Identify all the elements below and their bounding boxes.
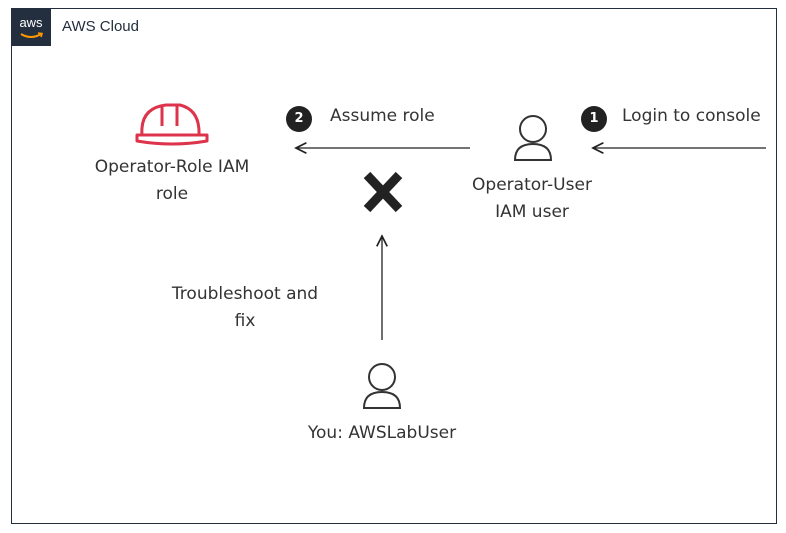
role-label: Operator-Role IAM role [72,154,272,208]
step-1-badge: 1 [581,106,607,132]
container-title: AWS Cloud [62,18,139,35]
you-label: You: AWSLabUser [307,423,457,443]
iam-role-hardhat-icon [135,103,209,146]
troubleshoot-line2: fix [234,311,256,331]
role-label-line2: role [155,184,189,204]
role-label-line1: Operator-Role IAM [94,157,250,177]
operator-user-label: Operator-User IAM user [452,172,612,226]
you-user-icon [362,363,402,409]
troubleshoot-line1: Troubleshoot and [171,284,319,304]
step-2-label: Assume role [330,106,435,126]
aws-logo-text: aws [19,15,43,30]
troubleshoot-label: Troubleshoot and fix [150,281,340,335]
operator-user-line1: Operator-User [472,175,592,195]
step-1-label: Login to console [622,106,761,126]
step-2-badge: 2 [286,106,312,132]
operator-user-icon [513,115,553,161]
aws-logo: aws [11,8,51,46]
aws-smile-icon [20,32,44,38]
operator-user-line2: IAM user [495,202,569,222]
x-mark-icon [363,171,403,213]
aws-cloud-container [11,8,777,524]
